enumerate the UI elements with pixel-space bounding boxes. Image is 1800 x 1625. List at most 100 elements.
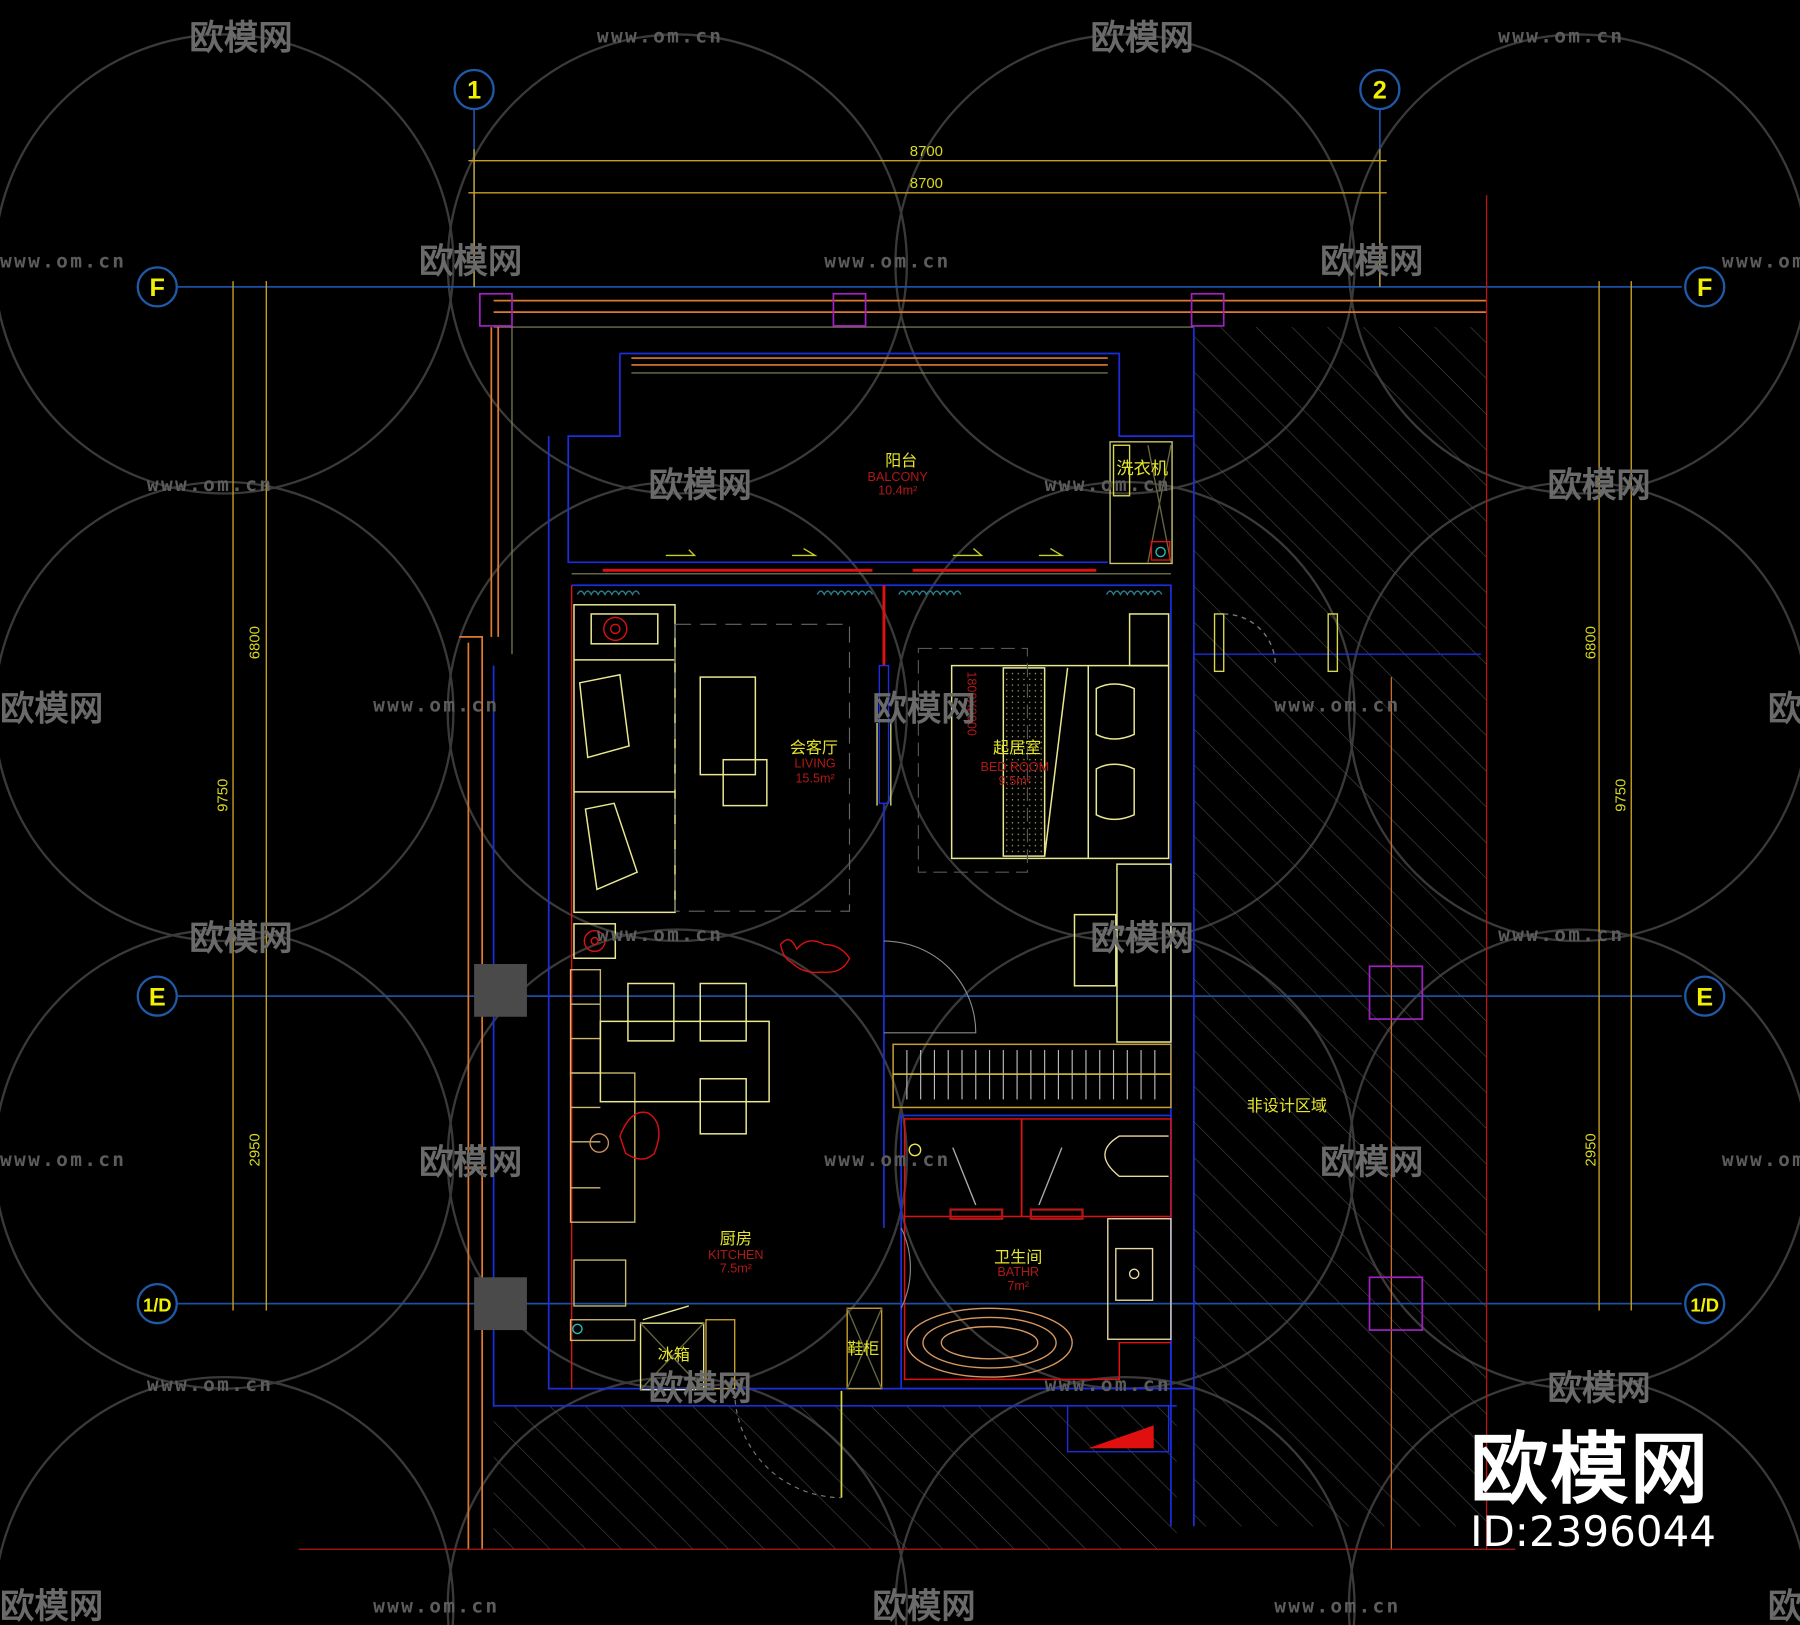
svg-text:欧模网: 欧模网: [1768, 690, 1800, 730]
living-en: LIVING: [794, 757, 835, 771]
svg-text:www.om.cn: www.om.cn: [147, 1373, 273, 1396]
dim-top-1: 8700: [910, 143, 943, 160]
bed-rug-outline: [917, 647, 1028, 873]
axis-bubbles: [136, 68, 1726, 1325]
wardrobe-hangers: [906, 1050, 1156, 1100]
bathroom-name: 卫生间: [994, 1247, 1042, 1266]
axis-label-row-e-left: E: [149, 983, 166, 1011]
svg-text:欧模网: 欧模网: [419, 1143, 522, 1183]
svg-text:www.om.cn: www.om.cn: [1722, 1148, 1800, 1171]
svg-text:欧模网: 欧模网: [872, 1587, 975, 1625]
svg-text:欧模网: 欧模网: [189, 18, 292, 58]
door-arrows: [665, 547, 1065, 557]
svg-text:欧模网: 欧模网: [649, 1369, 752, 1409]
svg-text:欧模网: 欧模网: [1547, 466, 1650, 506]
svg-text:欧模网: 欧模网: [1091, 18, 1194, 58]
axis-label-row-d-right: 1/D: [1690, 1295, 1719, 1316]
kitchen-name: 厨房: [720, 1229, 752, 1248]
dining-table: [599, 982, 770, 1135]
bathroom-en: BATHR: [997, 1265, 1039, 1279]
svg-text:欧模网: 欧模网: [419, 242, 522, 282]
curtains: [576, 590, 1163, 596]
bathroom-fixtures: [906, 1135, 1172, 1378]
svg-text:欧模网: 欧模网: [189, 919, 292, 959]
entry-corridor-hatch: [493, 1405, 1177, 1550]
svg-text:www.om.cn: www.om.cn: [824, 1148, 950, 1171]
balcony-area: 10.4m²: [878, 484, 917, 498]
svg-text:www.om.cn: www.om.cn: [373, 1594, 499, 1617]
shoe-cabinet: [846, 1307, 883, 1390]
bedroom-furniture: [950, 613, 1172, 1043]
non-design-area-label: 非设计区域: [1247, 1096, 1327, 1115]
sink-bowl: [589, 1133, 610, 1153]
bed-size-label: 1800X2000: [965, 671, 979, 736]
svg-text:欧模网: 欧模网: [1547, 1369, 1650, 1409]
washing-machine-label: 洗衣机: [1116, 459, 1168, 479]
column-fill: [474, 1277, 527, 1331]
dim-left-overall: 9750: [214, 779, 231, 812]
svg-text:www.om.cn: www.om.cn: [1498, 24, 1624, 47]
column-fill: [474, 963, 527, 1017]
brand-name: 欧模网: [1470, 1424, 1711, 1515]
svg-text:www.om.cn: www.om.cn: [1498, 923, 1624, 946]
svg-text:www.om.cn: www.om.cn: [597, 923, 723, 946]
svg-text:欧模网: 欧模网: [1768, 1587, 1800, 1625]
svg-text:欧模网: 欧模网: [649, 466, 752, 506]
fridge-label: 冰箱: [658, 1345, 690, 1364]
living-lamps: [583, 616, 628, 953]
brand-watermark: 欧模网 ID:2396044: [1470, 1431, 1716, 1555]
utility-shaft: [1066, 1405, 1170, 1453]
dog-figure: [779, 939, 851, 974]
svg-text:欧模网: 欧模网: [1320, 242, 1423, 282]
axis-label-col-2: 2: [1373, 77, 1387, 105]
balcony: [567, 352, 1194, 575]
kitchen-cabinets: [569, 969, 636, 1342]
bathroom-door-swing: [900, 1227, 911, 1309]
dim-top-2: 8700: [910, 175, 943, 192]
dim-right-overall: 9750: [1613, 779, 1630, 812]
right-corridor-doors: [1213, 613, 1339, 673]
svg-text:欧模网: 欧模网: [872, 690, 975, 730]
svg-text:www.om.cn: www.om.cn: [1274, 1594, 1400, 1617]
axis-label-col-1: 1: [467, 77, 481, 105]
axis-label-row-e-right: E: [1696, 983, 1713, 1011]
living-room-furniture: [573, 604, 768, 959]
svg-text:欧模网: 欧模网: [0, 690, 103, 730]
drain-icon: [572, 1323, 583, 1335]
svg-text:欧模网: 欧模网: [1091, 919, 1194, 959]
svg-text:www.om.cn: www.om.cn: [1274, 694, 1400, 717]
svg-text:www.om.cn: www.om.cn: [373, 694, 499, 717]
bedroom-en: BED ROOM: [980, 760, 1049, 774]
model-id: ID:2396044: [1470, 1506, 1716, 1556]
svg-text:www.om.cn: www.om.cn: [824, 249, 950, 272]
watermarks: 欧模网 www.om.cn 欧模网 www.om.cn www.om.cn 欧模…: [0, 18, 1800, 1625]
svg-text:www.om.cn: www.om.cn: [0, 1148, 126, 1171]
shoe-cabinet-label: 鞋柜: [847, 1339, 879, 1358]
wardrobe: [892, 1043, 1172, 1109]
svg-text:www.om.cn: www.om.cn: [1722, 249, 1800, 272]
svg-text:www.om.cn: www.om.cn: [1045, 1373, 1171, 1396]
svg-text:www.om.cn: www.om.cn: [597, 24, 723, 47]
dim-left-lower: 2950: [246, 1133, 263, 1166]
svg-text:欧模网: 欧模网: [0, 1587, 103, 1625]
kitchen-area: 7.5m²: [720, 1262, 752, 1276]
axis-label-row-d-left: 1/D: [143, 1295, 172, 1316]
rug-outline: [674, 623, 851, 912]
svg-text:www.om.cn: www.om.cn: [147, 473, 273, 496]
dim-right-upper: 6800: [1583, 626, 1600, 659]
kitchen-en: KITCHEN: [708, 1248, 763, 1262]
shower-doors: [949, 1208, 1084, 1220]
bedroom-area: 9.5m²: [999, 774, 1031, 788]
living-area: 15.5m²: [795, 772, 834, 786]
dim-right-lower: 2950: [1583, 1133, 1600, 1166]
dimension-lines: [232, 149, 1632, 1311]
fridge: [639, 1305, 736, 1391]
bedroom-name: 起居室: [993, 738, 1041, 757]
non-design-area-hatch: [1193, 327, 1487, 1527]
svg-text:www.om.cn: www.om.cn: [0, 249, 126, 272]
living-name: 会客厅: [790, 738, 838, 757]
balcony-name: 阳台: [885, 451, 917, 470]
washing-machine: [1109, 441, 1173, 565]
svg-text:欧模网: 欧模网: [1320, 1143, 1423, 1183]
axis-label-row-f-left: F: [150, 274, 165, 302]
